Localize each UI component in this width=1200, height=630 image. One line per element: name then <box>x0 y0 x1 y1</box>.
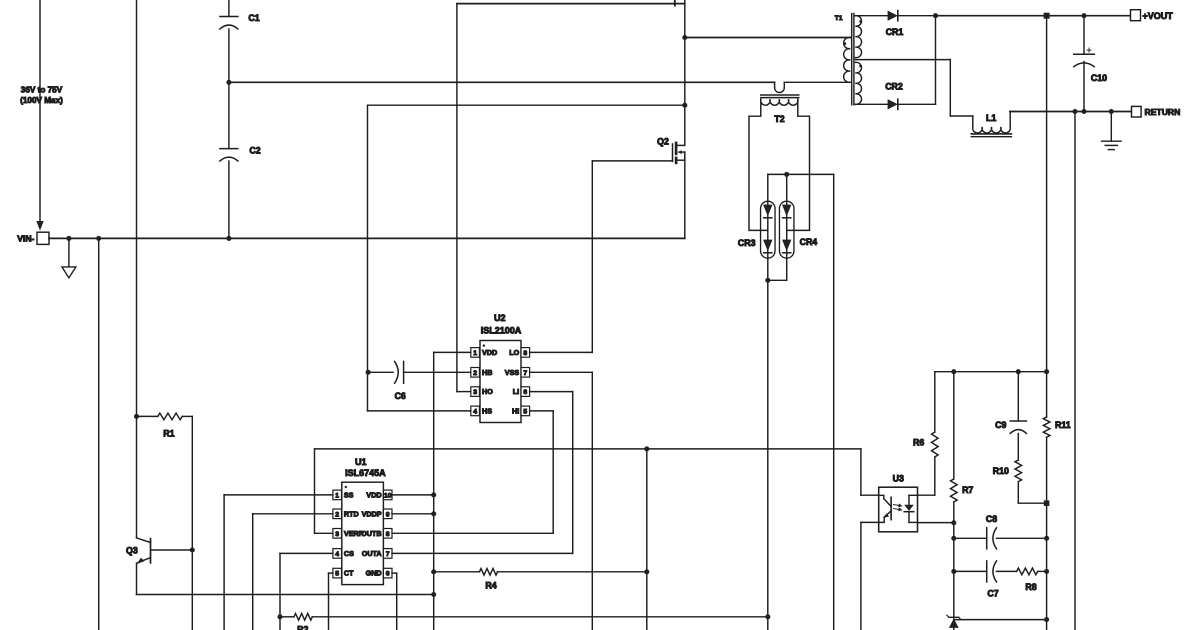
svg-text:(100V Max): (100V Max) <box>20 96 63 105</box>
svg-text:HO: HO <box>482 387 493 396</box>
svg-text:Q2: Q2 <box>657 137 669 147</box>
svg-text:CR1: CR1 <box>886 27 904 37</box>
svg-text:R4: R4 <box>485 580 496 590</box>
svg-text:8: 8 <box>523 350 527 357</box>
svg-text:C8: C8 <box>986 514 997 524</box>
svg-text:SS: SS <box>344 491 354 500</box>
svg-text:HS: HS <box>482 407 492 416</box>
svg-text:U1: U1 <box>355 457 367 467</box>
svg-text:+VOUT: +VOUT <box>1143 11 1174 21</box>
svg-text:GND: GND <box>366 569 382 578</box>
svg-text:VDDP: VDDP <box>362 509 382 518</box>
svg-text:VDD: VDD <box>366 491 381 500</box>
svg-text:VERR: VERR <box>344 529 365 538</box>
svg-text:R10: R10 <box>993 466 1009 476</box>
svg-text:5: 5 <box>523 408 527 415</box>
svg-text:1: 1 <box>335 492 339 499</box>
svg-text:C1: C1 <box>248 13 259 23</box>
svg-text:T1: T1 <box>835 15 843 22</box>
svg-text:LI: LI <box>513 387 519 396</box>
svg-text:VDD: VDD <box>482 348 497 357</box>
svg-text:CT: CT <box>344 569 354 578</box>
svg-text:R1: R1 <box>163 428 174 438</box>
svg-text:RETURN: RETURN <box>1145 107 1181 117</box>
svg-text:LO: LO <box>509 348 519 357</box>
svg-text:4: 4 <box>473 408 477 415</box>
svg-text:C6: C6 <box>395 391 406 401</box>
svg-text:OUTB: OUTB <box>361 529 381 538</box>
svg-text:U3: U3 <box>893 474 904 484</box>
svg-text:5: 5 <box>335 571 339 578</box>
svg-text:R2: R2 <box>297 625 308 630</box>
svg-text:R8: R8 <box>1025 582 1036 592</box>
svg-text:4: 4 <box>335 551 339 558</box>
svg-text:U2: U2 <box>494 313 506 323</box>
svg-text:L1: L1 <box>986 113 996 123</box>
svg-text:36V to 75V: 36V to 75V <box>21 86 63 95</box>
svg-text:C9: C9 <box>995 420 1006 430</box>
svg-text:R7: R7 <box>962 485 973 495</box>
svg-text:ISL2100A: ISL2100A <box>481 325 522 335</box>
svg-text:CS: CS <box>344 549 354 558</box>
svg-text:1: 1 <box>473 350 477 357</box>
svg-text:C2: C2 <box>249 145 260 155</box>
svg-text:CR3: CR3 <box>738 238 756 248</box>
svg-text:8: 8 <box>386 531 390 538</box>
svg-text:R11: R11 <box>1055 420 1071 430</box>
svg-text:6: 6 <box>523 389 527 396</box>
svg-text:C7: C7 <box>987 588 998 598</box>
svg-text:HI: HI <box>512 407 519 416</box>
svg-text:VSS: VSS <box>505 368 520 377</box>
svg-text:CR2: CR2 <box>885 82 903 92</box>
svg-text:10: 10 <box>384 492 392 499</box>
svg-text:RTD: RTD <box>344 509 359 518</box>
svg-text:VIN-: VIN- <box>17 234 34 244</box>
svg-text:2: 2 <box>335 511 339 518</box>
svg-text:7: 7 <box>386 551 390 558</box>
svg-text:2: 2 <box>473 370 477 377</box>
svg-text:3: 3 <box>473 389 477 396</box>
svg-text:T2: T2 <box>774 114 784 124</box>
svg-text:9: 9 <box>386 511 390 518</box>
svg-text:Q3: Q3 <box>126 546 138 556</box>
svg-text:R6: R6 <box>913 437 924 447</box>
svg-text:7: 7 <box>523 370 527 377</box>
svg-text:OUTA: OUTA <box>362 549 382 558</box>
svg-text:6: 6 <box>386 571 390 578</box>
svg-text:CR4: CR4 <box>800 237 818 247</box>
svg-text:ISL6745A: ISL6745A <box>345 468 386 478</box>
svg-text:C10: C10 <box>1091 73 1107 83</box>
svg-text:HB: HB <box>482 368 492 377</box>
svg-text:3: 3 <box>335 531 339 538</box>
